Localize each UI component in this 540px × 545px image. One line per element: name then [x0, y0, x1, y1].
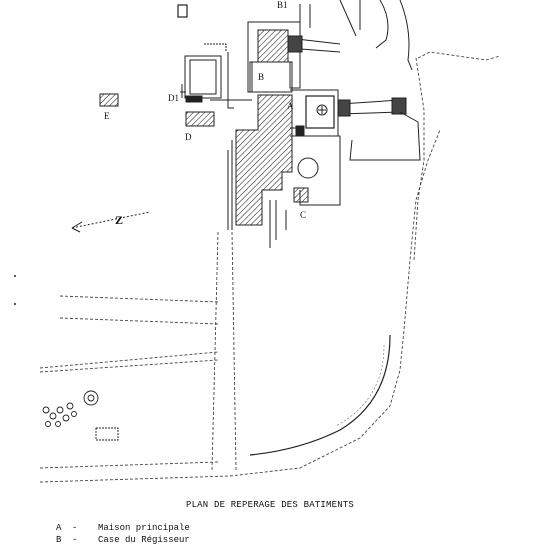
label-c: C [300, 210, 306, 220]
legend-key: B [56, 535, 62, 545]
north-label: Z [115, 213, 123, 227]
curved-path [249, 334, 391, 456]
small-structure [177, 4, 188, 18]
building-a [235, 29, 309, 226]
label-b: B [258, 72, 264, 82]
label-d: D [185, 132, 192, 142]
legend-item-a: A- Maison principale [56, 523, 190, 533]
building-e [99, 93, 119, 107]
label-a: A [287, 101, 294, 111]
legend-text: Maison principale [98, 523, 190, 533]
legend-item-b: B- Case du Régisseur [56, 535, 190, 545]
legend-text: Case du Régisseur [98, 535, 190, 545]
legend-dash: - [72, 535, 78, 545]
north-arrow [71, 211, 151, 233]
legend-key: A [56, 523, 62, 533]
rocks [42, 390, 119, 441]
building-outlines [227, 4, 341, 230]
passages [287, 0, 421, 161]
plan-caption: PLAN DE REPERAGE DES BATIMENTS [185, 500, 355, 510]
legend-dash: - [72, 523, 78, 533]
fence-lines [39, 51, 501, 483]
building-d [180, 43, 252, 127]
label-e: E [104, 111, 110, 121]
label-b1: B1 [277, 0, 288, 10]
label-d1: D1 [168, 93, 179, 103]
walls-near-c [269, 200, 287, 248]
